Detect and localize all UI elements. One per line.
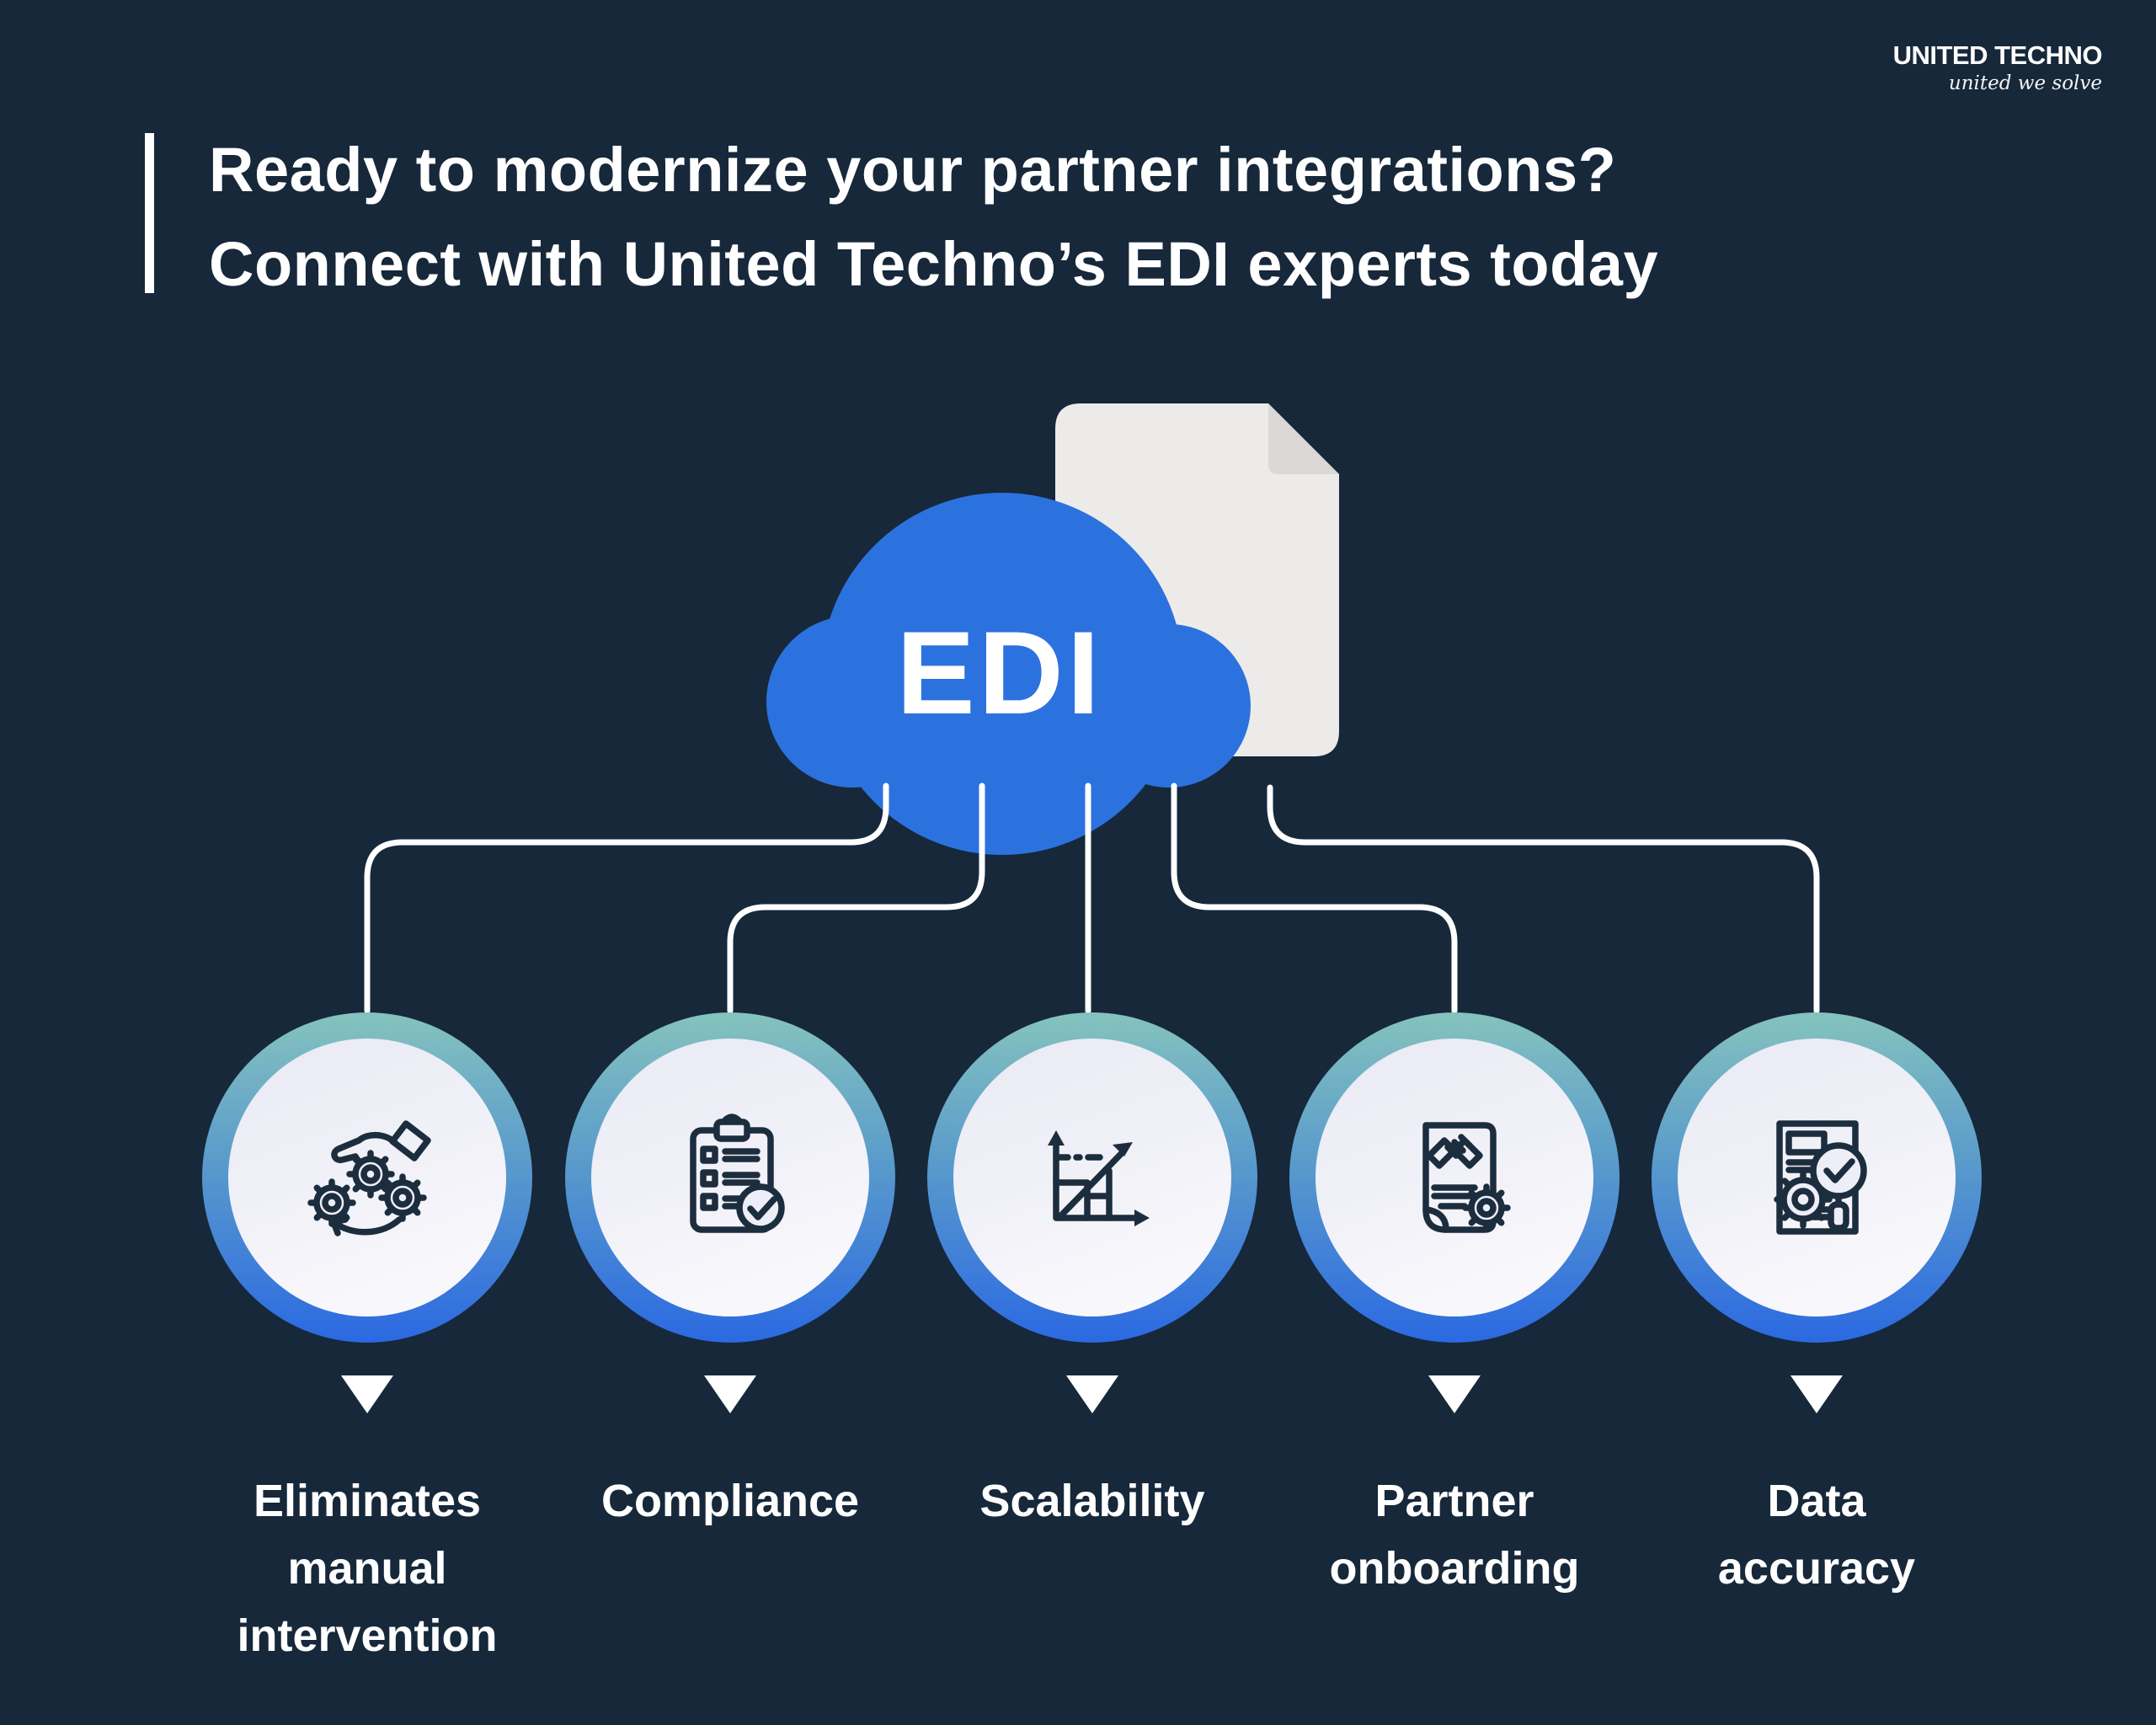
logo-wordmark: UNITED TECHNO — [1892, 40, 2103, 70]
headline-line-1: Ready to modernize your partner integrat… — [209, 135, 1617, 205]
benefit-label-compliance: Compliance — [600, 1476, 860, 1526]
connector-lines — [364, 782, 1820, 1014]
benefit-label-partner-onboarding: Partner onboarding — [1329, 1476, 1580, 1594]
connector-2 — [727, 782, 985, 1014]
headline-brand-bold: United Techno’s — [622, 229, 1107, 299]
growth-chart-icon — [1048, 1130, 1150, 1226]
automation-gears-hand-icon — [307, 1120, 431, 1236]
company-logo: UNITED TECHNO united we solve — [1892, 40, 2103, 94]
handshake-document-gear-icon — [1422, 1122, 1511, 1233]
benefit-label-scalability: Scalability — [979, 1476, 1205, 1526]
document-fold — [1268, 403, 1339, 474]
benefit-label-data-accuracy: Data accuracy — [1717, 1476, 1916, 1594]
clipboard-checklist-icon — [690, 1114, 785, 1233]
logo-tagline: united we solve — [1948, 72, 2102, 94]
benefit-label-eliminates-manual-intervention: Eliminates manual intervention — [237, 1476, 498, 1661]
headline-line-2: Connect with United Techno’s EDI experts… — [209, 229, 1659, 299]
benefit-circle-data-accuracy — [1652, 1012, 1982, 1343]
headline: Ready to modernize your partner integrat… — [209, 123, 1658, 312]
connector-1 — [364, 782, 889, 1014]
benefit-circle-compliance — [565, 1012, 895, 1343]
cloud-label: EDI — [896, 606, 1102, 739]
document-gear-magnifier-icon — [1774, 1120, 1867, 1235]
connector-5 — [1267, 784, 1820, 1014]
edi-cloud-icon — [766, 493, 1251, 855]
benefit-circle-scalability — [927, 1012, 1257, 1343]
benefit-circle-partner-onboarding — [1289, 1012, 1620, 1343]
connector-4 — [1171, 782, 1458, 1014]
benefit-circle-eliminates-manual-intervention — [202, 1012, 532, 1343]
title-accent-bar — [145, 133, 154, 293]
